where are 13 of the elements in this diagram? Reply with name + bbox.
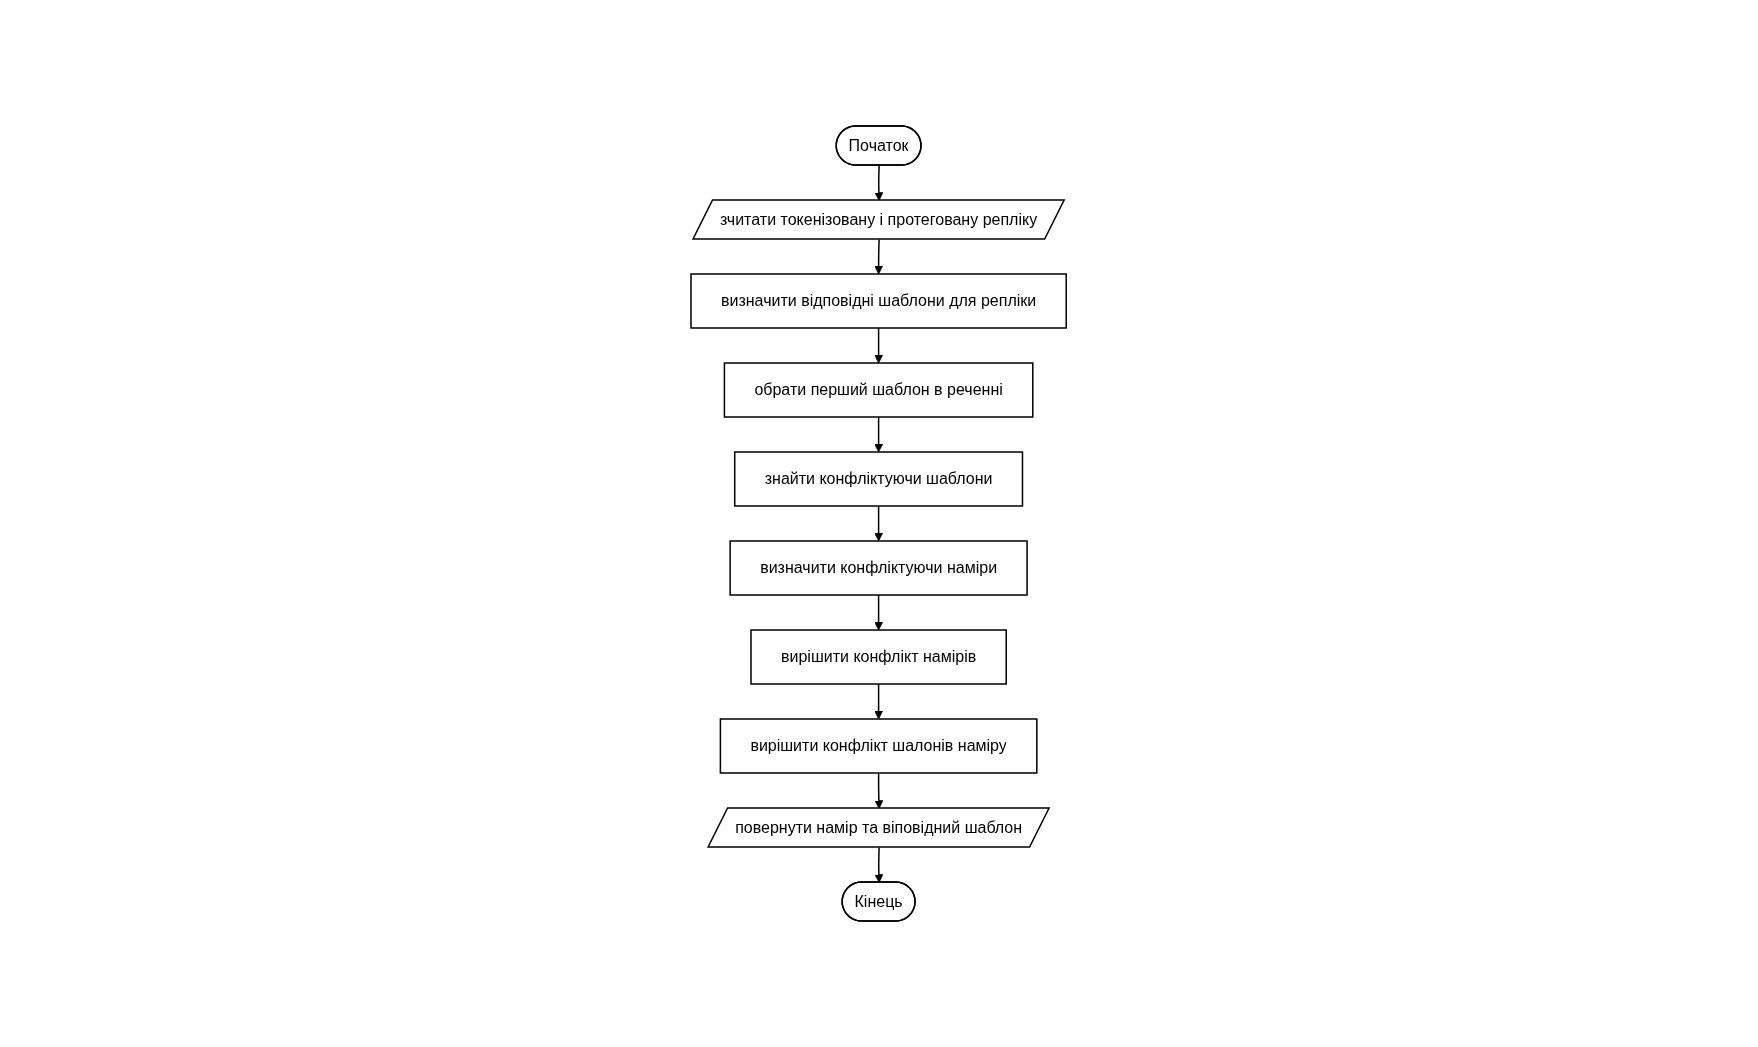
arrow bbox=[874, 164, 884, 201]
node-box: визначити відповідні шаблони для репліки bbox=[690, 273, 1068, 329]
node-box: обрати перший шаблон в реченні bbox=[724, 362, 1034, 418]
arrow bbox=[874, 416, 884, 453]
node-box: вирішити конфлікт шалонів наміру bbox=[720, 718, 1038, 774]
arrow bbox=[874, 505, 884, 542]
arrow bbox=[874, 327, 884, 364]
arrow bbox=[874, 594, 884, 631]
arrow bbox=[874, 772, 884, 809]
node-box: знайти конфліктуючи шаблони bbox=[734, 451, 1024, 507]
arrow bbox=[874, 683, 884, 720]
node-box: визначити конфліктуючи наміри bbox=[729, 540, 1029, 596]
node-box: вирішити конфлікт намірів bbox=[750, 629, 1008, 685]
